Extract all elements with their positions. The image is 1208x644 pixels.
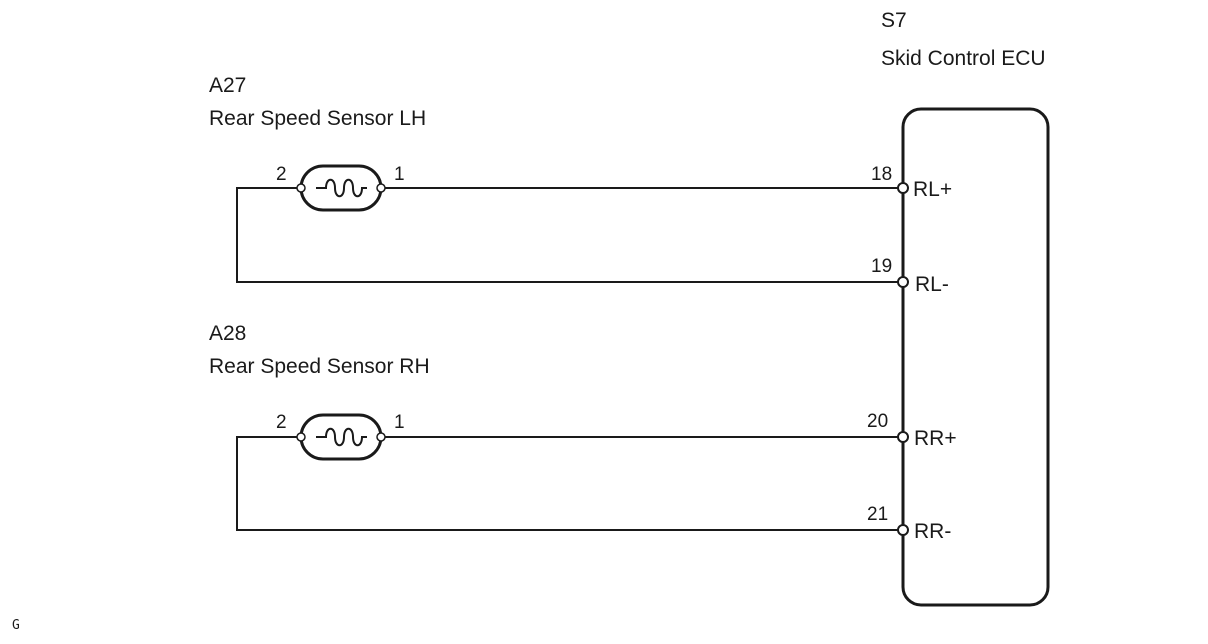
sensor-rh-body — [299, 413, 383, 461]
sensor-lh-pin-2: 2 — [276, 164, 287, 185]
ecu-id: S7 — [881, 9, 907, 32]
sensor-lh-coil-icon — [316, 178, 367, 198]
ecu-box — [901, 107, 1050, 607]
ecu-pin-number: 18 — [871, 164, 892, 185]
ecu-pin-number: 20 — [867, 411, 888, 432]
ecu-name: Skid Control ECU — [881, 47, 1046, 70]
ecu-pin-18: 18 RL+ — [871, 164, 952, 201]
ecu-pin-label: RL+ — [913, 178, 952, 201]
sensor-rh-name: Rear Speed Sensor RH — [209, 355, 430, 378]
ecu-pin-20: 20 RR+ — [867, 411, 957, 450]
sensor-lh-pin-1: 1 — [394, 164, 405, 185]
sensor-lh-name: Rear Speed Sensor LH — [209, 107, 426, 130]
sensor-rh-circuit — [236, 413, 899, 531]
sensor-rh-pin-1: 1 — [394, 412, 405, 433]
sensor-lh-circuit — [236, 164, 899, 283]
sensor-lh-body — [299, 164, 383, 212]
footer-code: G — [12, 618, 20, 633]
ecu-pin-label: RR- — [914, 520, 951, 543]
ecu-pin-19: 19 RL- — [871, 256, 949, 296]
ecu-pin-number: 19 — [871, 256, 892, 277]
sensor-rh-id: A28 — [209, 322, 246, 345]
sensor-rh-coil-icon — [316, 427, 367, 447]
ecu-pin-label: RL- — [915, 273, 949, 296]
sensor-lh-id: A27 — [209, 74, 246, 97]
ecu-pin-number: 21 — [867, 504, 888, 525]
ecu-pin-21: 21 RR- — [867, 504, 951, 543]
ecu-pin-label: RR+ — [914, 427, 957, 450]
sensor-rh-pin-2: 2 — [276, 412, 287, 433]
